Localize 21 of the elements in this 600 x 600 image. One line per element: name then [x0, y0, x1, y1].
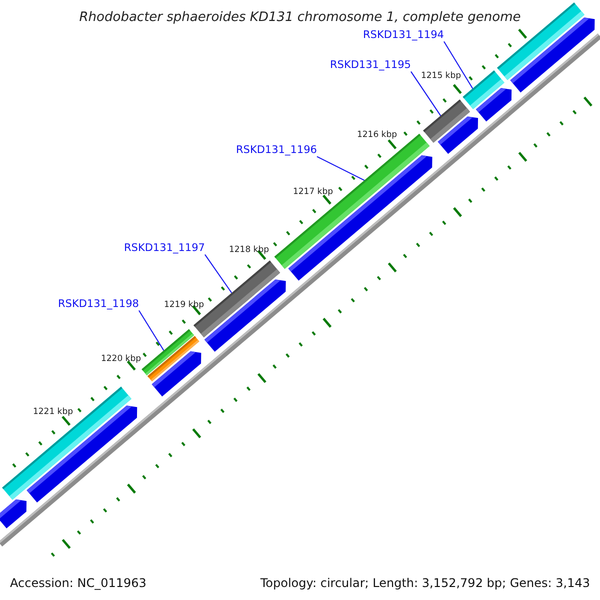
gene-label: RSKD131_1195: [330, 60, 411, 72]
scale-label: 1220 kbp: [100, 354, 142, 364]
leader-line: [410, 71, 442, 116]
scale-label: 1219 kbp: [164, 300, 204, 310]
leader-line: [316, 156, 365, 181]
gene-label: RSKD131_1197: [124, 243, 205, 255]
scale-label: 1215 kbp: [420, 72, 462, 80]
gene-bar: [462, 70, 504, 110]
scale-label: 1221 kbp: [32, 408, 74, 416]
scale-label: 1217 kbp: [292, 188, 334, 196]
scale-label: 1216 kbp: [356, 130, 398, 140]
scale-label: 1218 kbp: [228, 246, 270, 254]
footer-text: Accession: NC_011963: [10, 576, 146, 590]
gene-label: RSKD131_1198: [58, 299, 139, 311]
leader-line: [443, 41, 474, 89]
gene-label: RSKD131_1196: [236, 145, 317, 157]
leader-line: [204, 254, 232, 294]
diagram-title: Rhodobacter sphaeroides KD131 chromosome 1, complete genome: [79, 10, 521, 25]
leader-line: [138, 310, 164, 351]
footer-text: Topology: circular; Length: 3,152,792 bp; Genes: 3,143: [260, 576, 590, 590]
gene-label: RSKD131_1194: [363, 30, 444, 42]
